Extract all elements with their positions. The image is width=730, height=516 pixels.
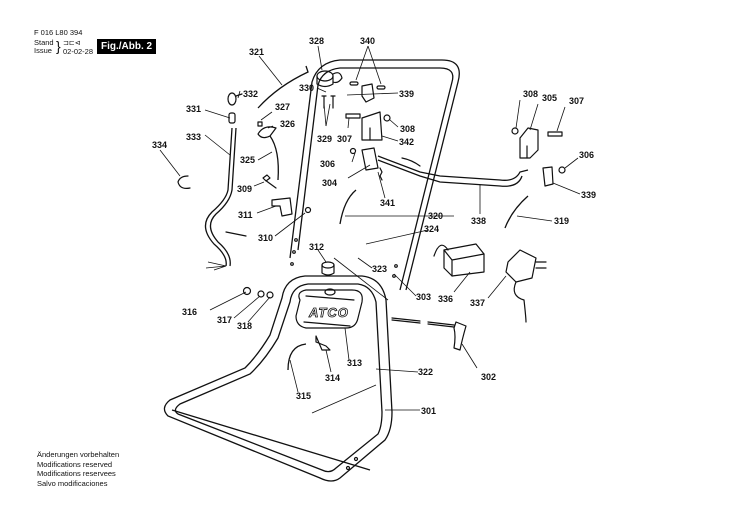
- issue-date: 02-02-28: [63, 47, 94, 56]
- washer-306-right: [558, 166, 566, 174]
- spring-341: [379, 167, 383, 181]
- nut-316: [242, 286, 252, 296]
- label-322: 322: [418, 367, 433, 377]
- cable-333: [204, 127, 247, 271]
- washer-306-upper: [349, 147, 357, 155]
- hose-315: [287, 343, 307, 371]
- label-310: 310: [258, 233, 273, 243]
- label-321: 321: [249, 47, 264, 57]
- note-de: Änderungen vorbehalten: [37, 450, 120, 459]
- label-314: 314: [325, 373, 340, 383]
- label-301: 301: [421, 406, 436, 416]
- label-325: 325: [240, 155, 255, 165]
- pins-340: [349, 81, 386, 90]
- label-329: 329: [317, 134, 332, 144]
- bolt-307-right: [547, 131, 563, 137]
- figure-badge: Fig./Abb. 2: [97, 39, 157, 54]
- label-317: 317: [217, 315, 232, 325]
- washer-318: [266, 291, 274, 299]
- bracket-311: [271, 197, 293, 217]
- charger-337: [505, 249, 547, 323]
- lever-304: [361, 147, 379, 171]
- label-338: 338: [471, 216, 486, 226]
- nut-327: [257, 121, 263, 127]
- label-341: 341: [380, 198, 395, 208]
- bolt-307-upper: [345, 113, 361, 119]
- note-fr: Modifications reservees: [37, 469, 116, 478]
- label-307-upper: 307: [337, 134, 352, 144]
- cable-321: [257, 65, 309, 109]
- label-303: 303: [416, 292, 431, 302]
- upper-handle-320: [289, 59, 460, 291]
- label-311: 311: [238, 210, 253, 220]
- grommet-326: [257, 126, 277, 139]
- label-324: 324: [424, 224, 439, 234]
- label-316: 316: [182, 307, 197, 317]
- label-339-upper: 339: [399, 89, 414, 99]
- label-305: 305: [542, 93, 557, 103]
- stand-symbol: ⊐⊏⊲: [63, 40, 81, 47]
- tap-314: [315, 335, 331, 351]
- document-code: F 016 L80 394: [34, 28, 83, 37]
- control-rod-338: [377, 155, 529, 187]
- stand-label: Stand: [34, 38, 54, 47]
- part-labels: 321 328 340 330 339 332 331 333 334 327 …: [152, 36, 596, 416]
- clamp-339-right: [542, 166, 554, 187]
- cable-320: [339, 189, 357, 225]
- issue-label: Issue: [34, 46, 52, 55]
- label-334: 334: [152, 140, 167, 150]
- bracket-305: [519, 127, 539, 159]
- label-304: 304: [322, 178, 337, 188]
- bracket-342: [361, 111, 383, 141]
- nut-310: [304, 206, 312, 214]
- label-306-upper: 306: [320, 159, 335, 169]
- label-339-right: 339: [581, 190, 596, 200]
- label-315: 315: [296, 391, 311, 401]
- note-en: Modifications reserved: [37, 459, 113, 469]
- label-306-right: 306: [579, 150, 594, 160]
- nut-308-right: [511, 127, 519, 135]
- label-319: 319: [554, 216, 569, 226]
- nut-308-upper: [383, 114, 391, 122]
- modification-notes: Änderungen vorbehalten Modifications res…: [37, 450, 119, 488]
- label-340: 340: [360, 36, 375, 46]
- label-327: 327: [275, 102, 290, 112]
- label-330: 330: [299, 83, 314, 93]
- clamp-339-upper: [361, 83, 375, 103]
- label-342: 342: [399, 137, 414, 147]
- washer-317: [257, 290, 265, 298]
- label-309: 309: [237, 184, 252, 194]
- label-318: 318: [237, 321, 252, 331]
- cap-312: [321, 261, 335, 276]
- bolt-309: [262, 174, 277, 189]
- clip-334: [177, 175, 191, 189]
- knob-328: [316, 70, 343, 88]
- label-313: 313: [347, 358, 362, 368]
- boot-332: [227, 92, 243, 106]
- label-308-right: 308: [523, 89, 538, 99]
- brace-icon: }: [56, 38, 61, 54]
- label-312: 312: [309, 242, 324, 252]
- label-336: 336: [438, 294, 453, 304]
- battery-336: [433, 243, 485, 277]
- label-308-upper: 308: [400, 124, 415, 134]
- label-307-right: 307: [569, 96, 584, 106]
- note-es: Salvo modificaciones: [37, 478, 108, 488]
- label-326: 326: [280, 119, 295, 129]
- leader-lines: [159, 45, 581, 414]
- lower-handle-301: [163, 275, 393, 482]
- label-323: 323: [372, 264, 387, 274]
- throttle-302: [391, 317, 467, 351]
- label-320: 320: [428, 211, 443, 221]
- label-328: 328: [309, 36, 324, 46]
- cable-319: [504, 195, 529, 229]
- brand-logo: ATCO: [308, 305, 349, 320]
- label-331: 331: [186, 104, 201, 114]
- label-332: 332: [243, 89, 258, 99]
- label-302: 302: [481, 372, 496, 382]
- label-333: 333: [186, 132, 201, 142]
- fuel-tank-313: ATCO: [295, 288, 363, 329]
- label-337: 337: [470, 298, 485, 308]
- cable-325: [269, 135, 279, 181]
